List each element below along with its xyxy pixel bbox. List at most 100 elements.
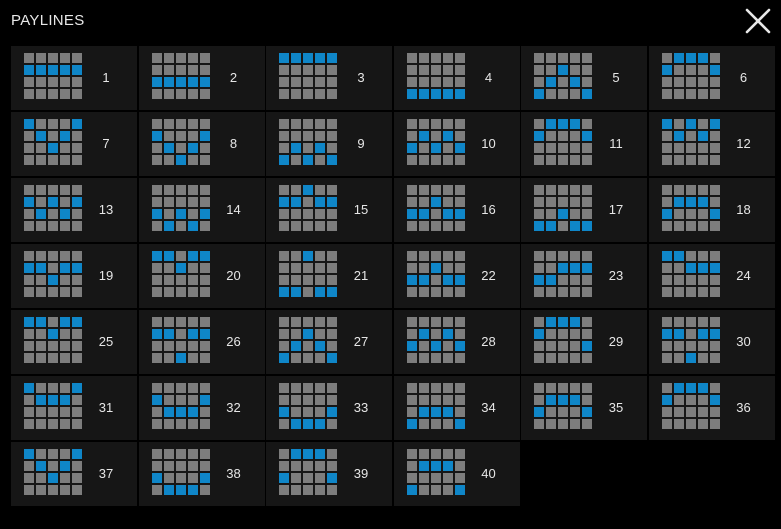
payline-tile[interactable]: 37: [11, 442, 137, 506]
payline-pattern-icon: [24, 383, 82, 429]
inactive-square: [72, 89, 82, 99]
active-square: [406, 89, 417, 99]
payline-tile[interactable]: 14: [138, 178, 265, 242]
inactive-square: [315, 251, 325, 261]
payline-tile[interactable]: 30: [648, 310, 775, 374]
inactive-square: [406, 383, 417, 393]
inactive-square: [454, 77, 465, 87]
payline-tile[interactable]: 31: [11, 376, 137, 440]
payline-tile[interactable]: 35: [521, 376, 647, 440]
payline-tile[interactable]: 25: [11, 310, 137, 374]
active-square: [60, 209, 70, 219]
inactive-square: [327, 275, 337, 285]
active-square: [72, 263, 82, 273]
payline-tile[interactable]: 28: [393, 310, 520, 374]
inactive-square: [163, 185, 174, 195]
inactive-square: [48, 221, 58, 231]
inactive-square: [175, 461, 186, 471]
inactive-square: [151, 461, 162, 471]
inactive-square: [582, 197, 592, 207]
payline-tile[interactable]: 22: [393, 244, 520, 308]
payline-pattern-icon: [279, 185, 337, 231]
inactive-square: [36, 119, 46, 129]
payline-tile[interactable]: 12: [648, 112, 775, 176]
inactive-square: [315, 185, 325, 195]
inactive-square: [418, 197, 429, 207]
active-square: [279, 407, 289, 417]
active-square: [327, 53, 337, 63]
active-square: [48, 395, 58, 405]
payline-tile[interactable]: 18: [648, 178, 775, 242]
inactive-square: [327, 251, 337, 261]
inactive-square: [151, 185, 162, 195]
payline-pattern-icon: [406, 251, 465, 297]
inactive-square: [163, 473, 174, 483]
inactive-square: [570, 53, 580, 63]
payline-tile[interactable]: 24: [648, 244, 775, 308]
payline-tile[interactable]: 39: [266, 442, 392, 506]
inactive-square: [175, 449, 186, 459]
inactive-square: [570, 185, 580, 195]
payline-tile[interactable]: 27: [266, 310, 392, 374]
active-square: [187, 77, 198, 87]
inactive-square: [151, 419, 162, 429]
payline-tile[interactable]: 13: [11, 178, 137, 242]
inactive-square: [709, 251, 720, 261]
inactive-square: [291, 407, 301, 417]
inactive-square: [697, 119, 708, 129]
inactive-square: [709, 407, 720, 417]
payline-tile[interactable]: 7: [11, 112, 137, 176]
inactive-square: [406, 77, 417, 87]
active-square: [546, 77, 556, 87]
payline-tile[interactable]: 33: [266, 376, 392, 440]
payline-tile[interactable]: 36: [648, 376, 775, 440]
payline-tile[interactable]: 5: [521, 46, 647, 110]
inactive-square: [163, 461, 174, 471]
payline-tile[interactable]: 2: [138, 46, 265, 110]
payline-tile[interactable]: 26: [138, 310, 265, 374]
payline-tile[interactable]: 8: [138, 112, 265, 176]
inactive-square: [327, 329, 337, 339]
payline-tile[interactable]: 21: [266, 244, 392, 308]
active-square: [534, 89, 544, 99]
payline-tile[interactable]: 29: [521, 310, 647, 374]
inactive-square: [709, 287, 720, 297]
active-square: [315, 53, 325, 63]
inactive-square: [406, 197, 417, 207]
inactive-square: [558, 89, 568, 99]
payline-tile[interactable]: 9: [266, 112, 392, 176]
inactive-square: [163, 209, 174, 219]
inactive-square: [279, 485, 289, 495]
active-square: [685, 263, 696, 273]
payline-tile[interactable]: 4: [393, 46, 520, 110]
payline-tile[interactable]: 15: [266, 178, 392, 242]
payline-tile[interactable]: 3: [266, 46, 392, 110]
payline-tile[interactable]: 10: [393, 112, 520, 176]
inactive-square: [72, 77, 82, 87]
payline-tile[interactable]: 17: [521, 178, 647, 242]
close-button[interactable]: [744, 7, 772, 35]
inactive-square: [303, 383, 313, 393]
payline-pattern-icon: [24, 185, 82, 231]
payline-tile[interactable]: 38: [138, 442, 265, 506]
payline-tile[interactable]: 11: [521, 112, 647, 176]
inactive-square: [685, 275, 696, 285]
payline-tile[interactable]: 23: [521, 244, 647, 308]
inactive-square: [187, 473, 198, 483]
active-square: [570, 317, 580, 327]
inactive-square: [199, 65, 210, 75]
inactive-square: [187, 263, 198, 273]
payline-pattern-icon: [534, 383, 592, 429]
payline-tile[interactable]: 16: [393, 178, 520, 242]
payline-tile[interactable]: 40: [393, 442, 520, 506]
inactive-square: [24, 485, 34, 495]
inactive-square: [558, 329, 568, 339]
inactive-square: [72, 461, 82, 471]
payline-tile[interactable]: 32: [138, 376, 265, 440]
payline-tile[interactable]: 19: [11, 244, 137, 308]
payline-tile[interactable]: 1: [11, 46, 137, 110]
payline-tile[interactable]: 20: [138, 244, 265, 308]
payline-pattern-icon: [534, 119, 592, 165]
payline-tile[interactable]: 34: [393, 376, 520, 440]
payline-tile[interactable]: 6: [648, 46, 775, 110]
